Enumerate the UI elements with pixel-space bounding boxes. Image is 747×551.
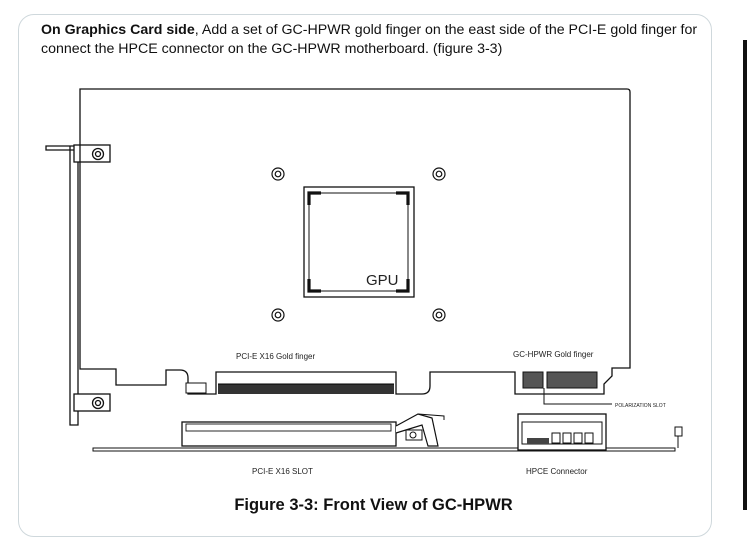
pcie-gold-finger-label: PCI-E X16 Gold finger xyxy=(236,352,315,361)
gpu-label: GPU xyxy=(366,272,399,289)
polarization-slot-label: POLARIZATION SLOT xyxy=(615,403,666,409)
pcie-gold-finger xyxy=(185,382,394,394)
hpce-connector xyxy=(517,413,607,451)
standoff xyxy=(674,426,683,448)
pcie-slot-label: PCI-E X16 SLOT xyxy=(252,467,313,476)
page-edge-line xyxy=(743,40,747,510)
graphics-card-outline xyxy=(79,88,631,395)
figure-caption: Figure 3-3: Front View of GC-HPWR xyxy=(234,496,513,514)
gchpwr-gold-finger xyxy=(522,371,612,405)
gpu-chip: GPU xyxy=(303,186,415,298)
pcie-x16-slot xyxy=(92,413,676,452)
hpce-connector-label: HPCE Connector xyxy=(526,467,588,476)
intro-text: , Add a set of GC-HPWR gold finger on th… xyxy=(41,22,698,57)
io-bracket xyxy=(45,144,111,426)
gchpwr-gold-finger-label: GC-HPWR Gold finger xyxy=(513,350,594,359)
intro-paragraph: On Graphics Card side, Add a set of GC-H… xyxy=(41,21,709,59)
intro-bold-lead: On Graphics Card side xyxy=(41,22,195,38)
mounting-holes xyxy=(271,167,446,322)
